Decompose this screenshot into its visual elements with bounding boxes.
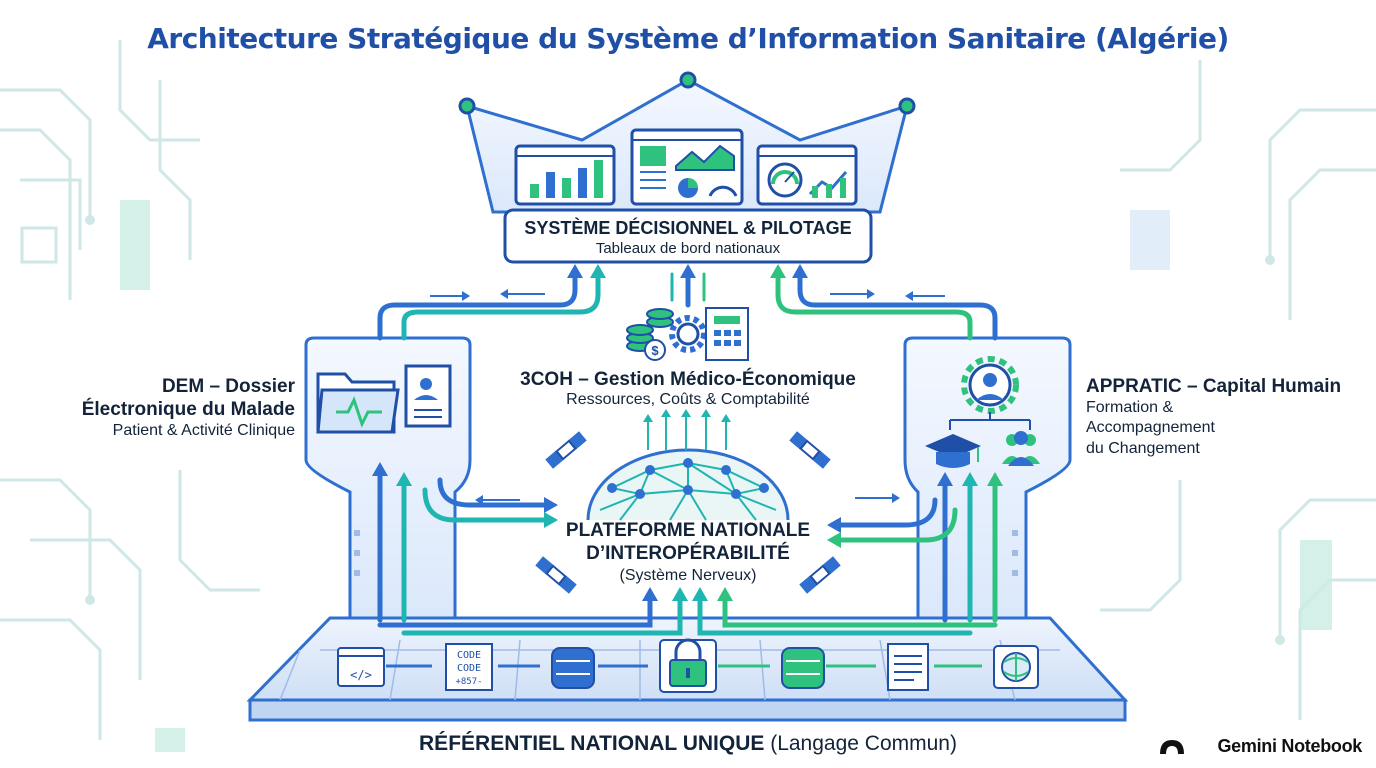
dashboard-gauge-icon [756, 144, 858, 206]
svg-text:+857-: +857- [455, 677, 482, 687]
decision-subtitle: Tableaux de bord nationaux [595, 240, 781, 257]
platform-line2: D’INTEROPÉRABILITÉ [586, 543, 790, 564]
dashboard-analytics-icon [630, 128, 744, 206]
brand-label: Gemini Notebook [1217, 736, 1362, 756]
network-globe-icon [993, 645, 1039, 689]
satellite-icon [789, 431, 831, 469]
graduation-cap-icon [925, 434, 981, 468]
folder-heartbeat-icon [316, 372, 400, 434]
document-list-icon [887, 643, 929, 691]
network-globe [586, 448, 790, 521]
database-icon [551, 647, 595, 689]
svg-text:CODE: CODE [457, 650, 481, 661]
dem-title-line1: DEM – Dossier [161, 376, 295, 397]
satellite-icon [545, 431, 587, 469]
flow-arrows [377, 269, 998, 636]
dem-pillar [304, 336, 472, 620]
dashboard-bar-chart-icon [514, 144, 616, 206]
flow-arrowheads [372, 264, 1003, 601]
platform-line1: PLATEFORME NATIONALE [565, 520, 811, 541]
referential-title: RÉFÉRENTIEL NATIONAL UNIQUE [419, 732, 765, 755]
code-document-icon: CODE CODE +857- [445, 643, 493, 691]
decision-crown [458, 71, 916, 264]
page-title: Architecture Stratégique du Système d’In… [147, 22, 1229, 55]
background-decor-blocks [20, 200, 1332, 752]
decision-title: SYSTÈME DÉCISIONNEL & PILOTAGE [524, 218, 852, 238]
svg-text:CODE: CODE [457, 663, 481, 674]
appratic-line1: Formation & [1086, 399, 1174, 416]
person-gear-icon [949, 356, 1031, 430]
money-gear-icon: $ [626, 307, 749, 361]
database-icon [781, 647, 825, 689]
cocoh-title: 3COH – Gestion Médico-Économique [520, 369, 856, 390]
appratic-pillar [903, 336, 1072, 620]
dem-subtitle: Patient & Activité Clinique [112, 422, 295, 439]
small-flow-arrows [430, 289, 945, 505]
appratic-line3: du Changement [1086, 440, 1200, 457]
team-icon [1002, 431, 1040, 466]
dem-title-line2: Électronique du Malade [81, 399, 295, 420]
code-tag-icon: </> [337, 647, 385, 687]
appratic-line2: Accompagnement [1086, 419, 1215, 436]
cocoh-subtitle: Ressources, Coûts & Comptabilité [566, 391, 810, 408]
svg-text:</>: </> [350, 668, 372, 682]
lock-icon [659, 638, 717, 693]
platform-line3: (Système Nerveux) [619, 567, 757, 584]
patient-record-icon [404, 364, 452, 428]
gemini-logo-icon [1160, 740, 1184, 754]
referential-subtitle: (Langage Commun) [764, 732, 957, 755]
satellite-icon [799, 556, 841, 594]
svg-text:$: $ [651, 343, 659, 358]
referential-label: RÉFÉRENTIEL NATIONAL UNIQUE (Langage Com… [0, 732, 1376, 756]
satellite-icon [535, 556, 577, 594]
appratic-title: APPRATIC – Capital Humain [1086, 376, 1342, 397]
